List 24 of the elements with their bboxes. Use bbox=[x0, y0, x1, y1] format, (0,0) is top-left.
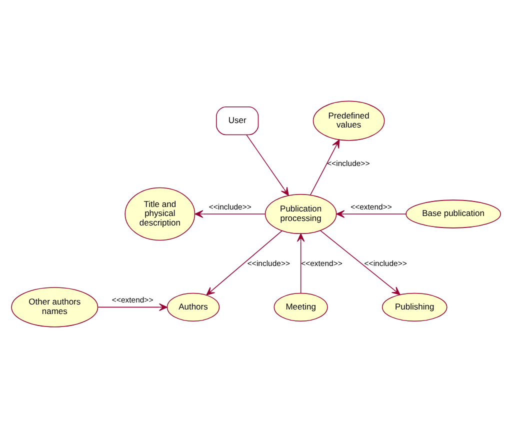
edge-label: <<include>> bbox=[247, 258, 290, 268]
node-ellipse: Meeting bbox=[274, 292, 328, 322]
arrow bbox=[98, 303, 168, 312]
node-box: User bbox=[216, 106, 259, 136]
edge-label: <<extend>> bbox=[301, 258, 342, 268]
node-ellipse: Title and physical description bbox=[124, 187, 196, 241]
edge-label: <<include>> bbox=[208, 202, 252, 212]
arrow bbox=[336, 210, 406, 218]
arrow bbox=[296, 233, 305, 294]
arrow bbox=[310, 140, 340, 196]
node-ellipse: Publishing bbox=[382, 292, 448, 322]
node-ellipse: Authors bbox=[166, 292, 220, 322]
arrow bbox=[194, 210, 266, 218]
node-ellipse: Publication processing bbox=[264, 194, 337, 234]
arrow bbox=[206, 230, 282, 296]
edge-label: <<include>> bbox=[327, 159, 370, 168]
node-ellipse: Base publication bbox=[406, 200, 501, 228]
edge-label: <<extend>> bbox=[112, 296, 154, 305]
edge-label: <<extend>> bbox=[350, 202, 392, 212]
arrow bbox=[246, 134, 289, 196]
arrow bbox=[320, 230, 400, 296]
node-ellipse: Predefined values bbox=[312, 100, 385, 141]
edge-label: <<include>> bbox=[364, 258, 407, 268]
node-ellipse: Other authors names bbox=[11, 287, 98, 328]
